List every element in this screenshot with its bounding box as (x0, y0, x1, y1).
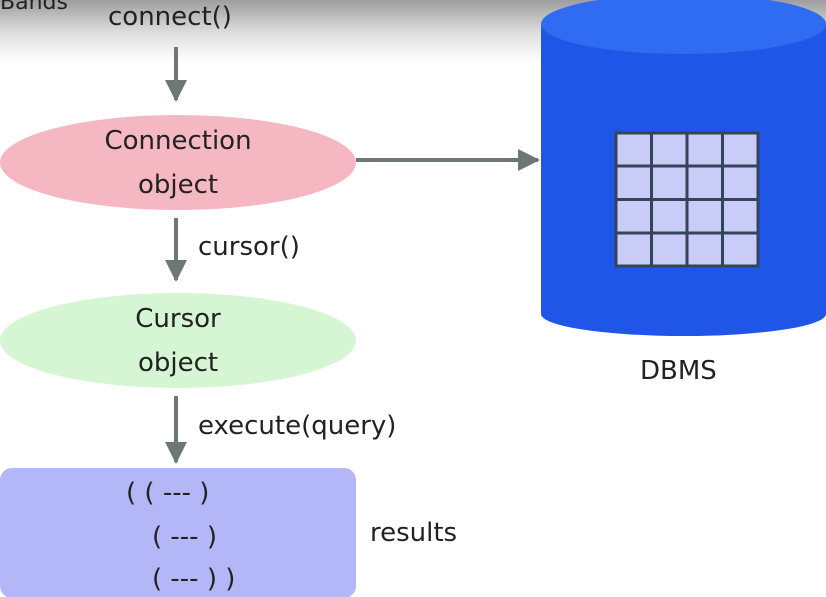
execute-label: execute(query) (198, 411, 397, 441)
dbms-cylinder-top (541, 0, 826, 54)
connection-object-node: Connection object (0, 115, 356, 210)
dbms-cylinder-bottom (541, 292, 826, 336)
results-line-2: ( --- ) (152, 522, 217, 552)
connect-label: connect() (108, 2, 232, 32)
cursor-node-line2: object (137, 347, 219, 378)
results-line-3: ( --- ) ) (152, 564, 236, 594)
dbms-cylinder-icon (541, 0, 826, 336)
connection-node-line1: Connection (104, 125, 252, 156)
dbms-table-grid-icon (614, 131, 760, 268)
cursor-object-node: Cursor object (0, 293, 356, 388)
cursor-node-line1: Cursor (135, 303, 221, 334)
cursor-label: cursor() (198, 232, 300, 262)
results-line-1: ( ( --- ) (126, 478, 210, 508)
top-partial-text: Bands (0, 0, 68, 15)
connection-node-line2: object (137, 169, 219, 200)
dbms-label: DBMS (640, 356, 717, 386)
results-label: results (370, 518, 458, 548)
results-box: ( ( --- ) ( --- ) ( --- ) ) (0, 468, 356, 597)
